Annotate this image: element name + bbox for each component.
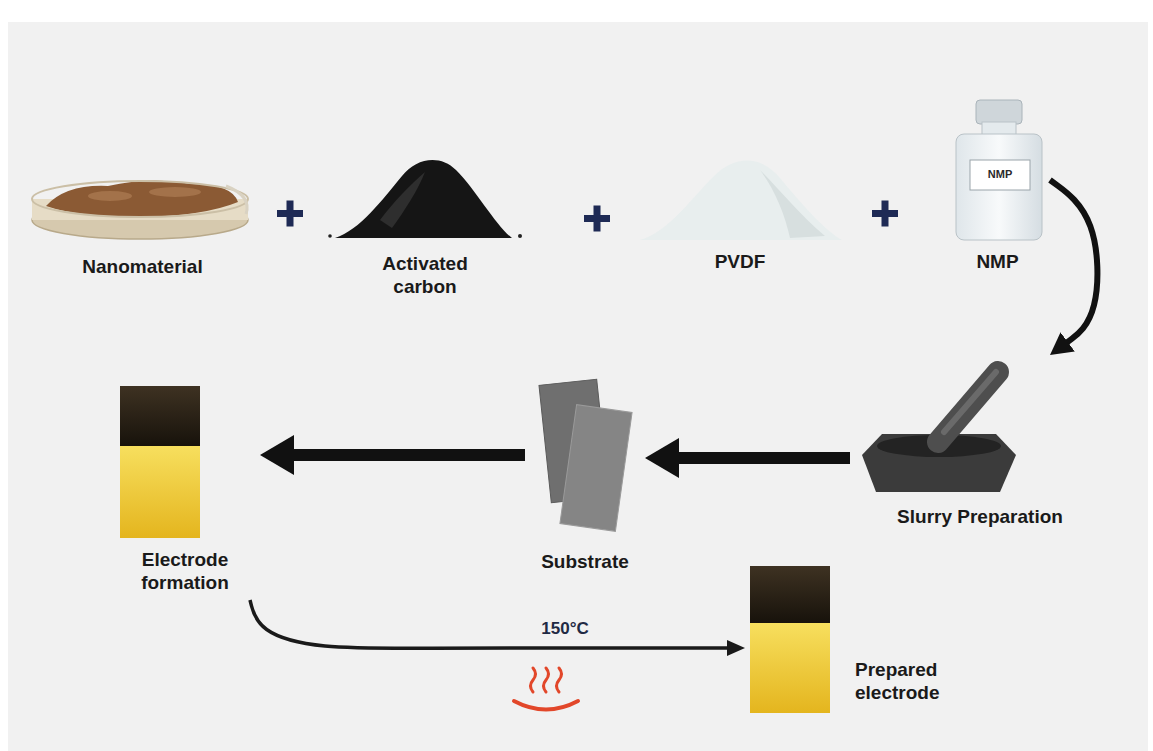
pvdf-shade (760, 170, 825, 238)
caption-block: Activated carbon (355, 252, 495, 298)
step-caption: Slurry Preparation (855, 505, 1105, 528)
process-step: Prepared electrode (745, 560, 1010, 712)
plus-sign (882, 201, 889, 227)
heat-wave (531, 668, 536, 692)
carbon-pile (328, 160, 522, 238)
process-arrow (1050, 180, 1097, 343)
plus-sign (594, 206, 601, 232)
carbon-highlight (380, 172, 425, 228)
coated-part (750, 566, 830, 623)
temperature-label: 150°C (538, 619, 591, 639)
plus-signs (277, 201, 898, 232)
step-caption: PVDF (650, 250, 830, 273)
dish-lid-edge (226, 186, 247, 214)
petri-dish (32, 180, 248, 239)
caption-block: NMP (950, 250, 1045, 273)
caption-block: Substrate (529, 550, 641, 573)
caption-block: Electrode formation (120, 548, 250, 594)
caption-block: Nanomaterial (38, 255, 248, 278)
bare-part (120, 446, 200, 538)
bottle-body (956, 134, 1042, 240)
process-arrow (677, 452, 850, 464)
carbon-grain (328, 234, 332, 238)
prepared-electrode-strip (750, 566, 830, 713)
mortar-pestle (862, 372, 1016, 492)
heat-wave (557, 668, 562, 692)
process-arrow (292, 449, 525, 461)
bare-part (750, 623, 830, 713)
process-step: Substrate (525, 370, 645, 579)
connector-group (250, 180, 1097, 648)
step-caption: Nanomaterial (38, 255, 248, 278)
step-caption: Substrate (529, 550, 641, 573)
process-step: Activated carbon (330, 150, 520, 304)
powder-texture (149, 187, 201, 197)
heat-wave (544, 668, 549, 692)
solvent-bottle (956, 100, 1042, 240)
electrode-strip (120, 386, 200, 538)
heat-base (514, 701, 578, 710)
dish-rim (32, 181, 248, 217)
process-step: PVDF (635, 145, 845, 279)
background-panel (8, 22, 1148, 751)
pestle-highlight (944, 372, 996, 432)
step-caption: Activated carbon (355, 252, 495, 298)
process-step: Nanomaterial (30, 160, 255, 284)
caption-block: PVDF (650, 250, 830, 273)
pvdf-mound (640, 161, 842, 241)
substrate-plates (539, 379, 632, 531)
carbon-grain (518, 234, 522, 238)
caption-block: Slurry Preparation (855, 505, 1105, 528)
process-step: Electrode formation (110, 380, 260, 600)
step-caption: Prepared electrode (855, 658, 985, 704)
powder-texture (88, 191, 132, 201)
pestle (938, 372, 998, 442)
plus-sign (287, 201, 294, 227)
caption-block: Prepared electrode (855, 658, 985, 704)
substrate-plate (560, 405, 632, 532)
pvdf-pile (640, 161, 842, 241)
bottle-label-text: NMP (988, 168, 1012, 180)
coated-part (120, 386, 200, 446)
bottle-label (970, 160, 1030, 190)
step-caption: Electrode formation (120, 548, 250, 594)
step-caption: NMP (950, 250, 1045, 273)
process-arrow (250, 600, 729, 648)
heat-symbol (514, 668, 578, 710)
process-step: Slurry Preparation (850, 355, 1110, 534)
bottle-stopper (976, 100, 1022, 124)
carbon-mound (335, 160, 512, 238)
process-step: NMP (945, 95, 1050, 279)
